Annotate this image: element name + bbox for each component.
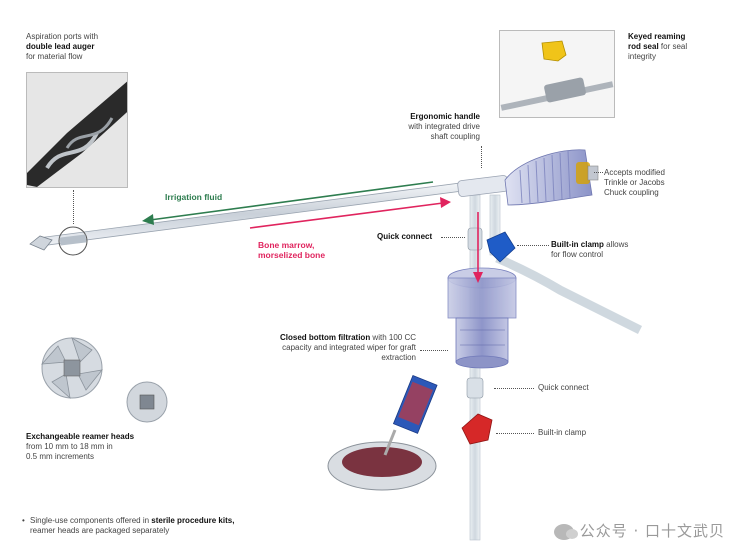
- marrow-arrow: [249, 197, 483, 283]
- wechat-icon: [553, 523, 578, 540]
- rod-seal-icon: [500, 31, 614, 117]
- handle-bold: Ergonomic handle: [410, 112, 480, 121]
- quick-connect-bottom-callout: Quick connect: [538, 383, 589, 393]
- aspiration-line3: for material flow: [26, 52, 83, 61]
- irrigation-arrow: [142, 181, 434, 225]
- handle-callout: Ergonomic handle with integrated drive s…: [396, 112, 480, 142]
- aspiration-callout: Aspiration ports with double lead auger …: [26, 32, 98, 62]
- footnote-pre: Single-use components offered in: [30, 516, 152, 525]
- filtration-bold: Closed bottom filtration: [279, 333, 371, 342]
- accepts-line3: Chuck coupling: [604, 188, 659, 197]
- quick-connect-bottom-label: Quick connect: [538, 383, 589, 392]
- red-clamp: [461, 413, 493, 445]
- clamp-top-leader: [517, 245, 549, 246]
- filtration-leader: [420, 350, 448, 351]
- reamer-heads-callout: Exchangeable reamer heads from 10 mm to …: [26, 432, 134, 462]
- accepts-line1: Accepts modified: [604, 168, 665, 177]
- reamer-heads-line3: 0.5 mm increments: [26, 452, 95, 461]
- filtration-line2: capacity and integrated wiper for graft: [282, 343, 416, 352]
- clamp-top-rest: allows: [603, 240, 629, 249]
- footnote-line2: reamer heads are packaged separately: [30, 526, 170, 535]
- clamp-bottom-label: Built-in clamp: [538, 428, 587, 437]
- clamp-bottom-callout: Built-in clamp: [538, 428, 586, 438]
- reamer-head-large: [41, 337, 103, 400]
- marrow-line1: Bone marrow,: [258, 240, 315, 250]
- auger-photo-inset: [26, 72, 128, 188]
- clamp-bottom-leader: [496, 433, 534, 434]
- rod-seal-photo-inset: [499, 30, 615, 118]
- marrow-line2: morselized bone: [258, 250, 326, 260]
- irrigation-label: Irrigation fluid: [165, 192, 223, 202]
- footnote-bold: sterile procedure kits,: [151, 516, 235, 525]
- clamp-top-callout: Built-in clamp allows for flow control: [551, 240, 628, 260]
- filtration-line3: extraction: [381, 353, 416, 362]
- filtration-callout: Closed bottom filtration with 100 CC cap…: [262, 333, 416, 363]
- handle-line3: shaft coupling: [430, 132, 480, 141]
- blue-clamp: [486, 231, 516, 263]
- filtration-rest: with 100 CC: [370, 333, 416, 342]
- clamp-top-bold: Built-in clamp: [551, 240, 604, 249]
- reaming-rod: [29, 181, 471, 256]
- keyed-seal-callout: Keyed reaming rod seal for seal integrit…: [628, 32, 687, 62]
- clamp-top-line2: for flow control: [551, 250, 604, 259]
- quick-connect-top-leader: [441, 237, 465, 238]
- accepts-callout: Accepts modified Trinkle or Jacobs Chuck…: [604, 168, 665, 198]
- quick-connect-bottom-part: [466, 377, 484, 399]
- quick-connect-top-label: Quick connect: [377, 232, 433, 241]
- reamer-head-small: [126, 381, 168, 423]
- graft-dish: [327, 374, 438, 491]
- marrow-label: Bone marrow, morselized bone: [258, 240, 325, 260]
- bullet-dot-icon: •: [22, 516, 25, 525]
- aspiration-bold: double lead auger: [26, 42, 95, 51]
- watermark: 公众号 · 口十文武贝: [553, 520, 725, 541]
- side-tube: [495, 253, 643, 335]
- filtration-canister: [447, 267, 517, 369]
- quick-connect-top-callout: Quick connect: [377, 232, 432, 242]
- keyed-seal-bold2: rod seal: [628, 42, 659, 51]
- handle-line2: with integrated drive: [408, 122, 480, 131]
- reamer-heads-line2: from 10 mm to 18 mm in: [26, 442, 113, 451]
- accepts-leader: [594, 172, 603, 173]
- keyed-seal-line3: integrity: [628, 52, 657, 61]
- keyed-seal-rest2: for seal: [658, 42, 688, 51]
- keyed-seal-bold1: Keyed reaming: [628, 32, 686, 41]
- accepts-line2: Trinkle or Jacobs: [604, 178, 665, 187]
- ergonomic-handle: [457, 149, 599, 206]
- watermark-text: 公众号 · 口十文武贝: [579, 522, 725, 540]
- footnote: • Single-use components offered in steri…: [22, 516, 320, 536]
- quick-connect-bottom-leader: [494, 388, 534, 389]
- handle-leader: [481, 146, 482, 168]
- auger-icon: [27, 73, 127, 187]
- aspiration-leader: [73, 190, 74, 224]
- reamer-heads-bold: Exchangeable reamer heads: [26, 432, 135, 441]
- aspiration-line1: Aspiration ports with: [26, 32, 99, 41]
